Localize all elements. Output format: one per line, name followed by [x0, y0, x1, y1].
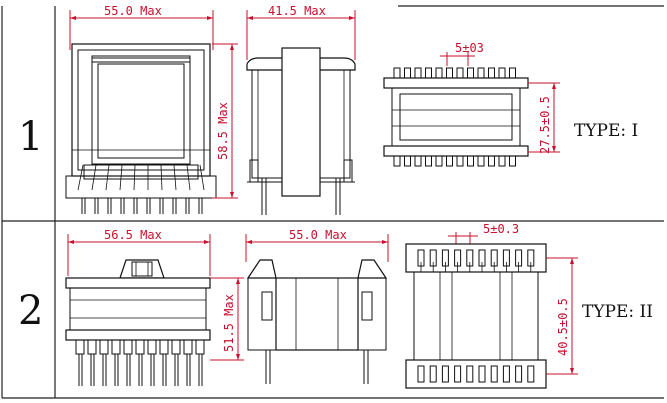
row1-bottom-view: 5±03 27.5±0.5	[383, 41, 560, 167]
row-number-2: 2	[18, 288, 43, 334]
pin-pad	[456, 155, 464, 167]
row2-front-height-dim: 51.5 Max	[222, 294, 236, 352]
pin-pad	[488, 155, 495, 167]
pin-pad	[456, 67, 464, 79]
pin-wire	[173, 164, 177, 191]
pin-pad	[123, 339, 133, 355]
pin-pad	[414, 155, 422, 167]
pin-wire	[186, 164, 191, 191]
pin-pad	[490, 365, 498, 383]
row2-front-width-dim: 56.5 Max	[104, 228, 162, 242]
pin-pad	[159, 339, 169, 355]
pin-pad	[477, 67, 485, 79]
pin-pad	[429, 365, 437, 383]
pin-pad	[404, 155, 411, 167]
pin-wire	[119, 164, 123, 191]
pin-pad	[509, 67, 516, 79]
pin-wire	[199, 164, 205, 191]
row2-pin-pitch-dim: 5±0.3	[483, 222, 519, 236]
pin-pad	[75, 339, 85, 355]
pin-pad	[527, 365, 535, 383]
row2-side-width-dim: 55.0 Max	[289, 228, 347, 242]
pin-pad	[435, 155, 443, 167]
pin-wire	[133, 164, 136, 191]
pin-pad	[446, 155, 453, 167]
pin-wire	[105, 164, 110, 191]
pin-wire	[77, 164, 84, 191]
pin-pad	[441, 365, 449, 383]
pin-pad	[135, 339, 145, 355]
pin-pad	[195, 339, 205, 355]
row1-front-height-dim: 58.5 Max	[216, 102, 230, 160]
row1-front-width-dim: 55.0 Max	[104, 4, 162, 18]
pin-pad	[454, 365, 462, 383]
pin-pad	[435, 67, 443, 79]
pin-pad	[467, 67, 474, 79]
pin-pad	[515, 365, 523, 383]
pin-pad	[466, 365, 474, 383]
pin-pad	[425, 155, 432, 167]
row1-side-view: 41.5 Max	[246, 4, 356, 215]
pin-pad	[488, 67, 495, 79]
row1-type-label: TYPE: I	[574, 121, 638, 141]
table-frame	[1, 5, 664, 399]
pin-pad	[477, 155, 485, 167]
row2-bottom-height-dim: 40.5±0.5	[556, 298, 570, 356]
pin-pad	[446, 67, 453, 79]
pin-pad	[478, 365, 486, 383]
row1-front-view: 55.0 Max 58.5 Max	[65, 4, 238, 214]
row2-side-view: 55.0 Max	[245, 228, 389, 384]
row2-type-label: TYPE: II	[582, 302, 653, 322]
pin-pad	[417, 365, 425, 383]
row2-front-view: 56.5 Max 51.5 Max	[65, 228, 244, 386]
pin-pad	[414, 67, 422, 79]
pin-pad	[498, 67, 506, 79]
row1-bottom-height-dim: 27.5±0.5	[538, 96, 552, 154]
pin-pad	[467, 155, 474, 167]
row-number-1: 1	[18, 114, 43, 160]
pin-wire	[160, 164, 163, 191]
pin-pad	[404, 67, 411, 79]
pin-pad	[111, 339, 121, 355]
pin-pad	[183, 339, 193, 355]
pin-pad	[502, 365, 510, 383]
pin-pad	[99, 339, 109, 355]
pin-pad	[509, 155, 516, 167]
pin-pad	[87, 339, 97, 355]
pin-pad	[393, 67, 401, 79]
row2-bottom-view: 5±0.3 40.5±0.5	[405, 222, 578, 389]
pin-pad	[425, 67, 432, 79]
pin-pad	[147, 339, 157, 355]
pin-pad	[498, 155, 506, 167]
row1-side-width-dim: 41.5 Max	[268, 4, 326, 18]
pin-pad	[171, 339, 181, 355]
pin-pad	[393, 155, 401, 167]
row1-pin-pitch-dim: 5±03	[455, 41, 484, 55]
pin-wire	[91, 164, 97, 191]
